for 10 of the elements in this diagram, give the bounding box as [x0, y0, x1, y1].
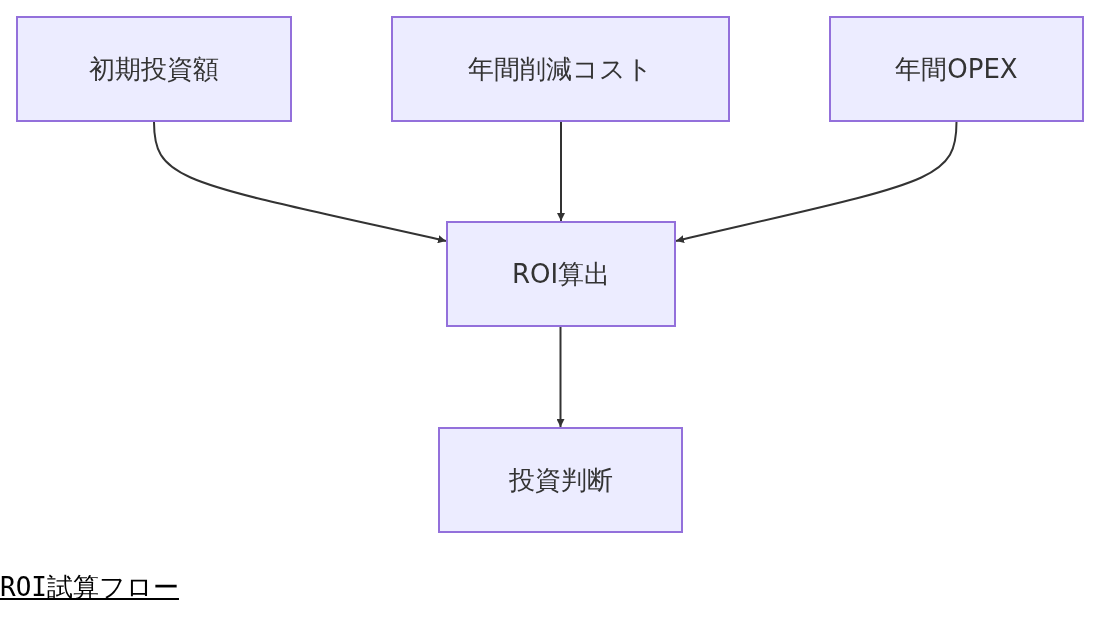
arrow [675, 121, 958, 244]
process-box: 投資判断 [438, 427, 683, 533]
arrow [556, 326, 565, 428]
process-box: ROI算出 [446, 221, 676, 327]
arrow [557, 121, 565, 222]
arrow [153, 121, 447, 244]
process-box: 年間削減コスト [391, 16, 730, 122]
process-box: 年間OPEX [829, 16, 1084, 122]
caption: ROI試算フロー [0, 571, 179, 604]
process-box: 初期投資額 [16, 16, 292, 122]
